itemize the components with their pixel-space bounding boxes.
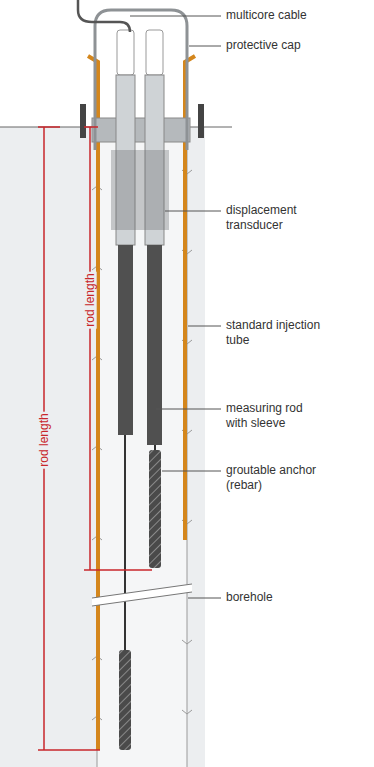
break-line <box>92 592 192 606</box>
grout-anchor <box>149 450 161 568</box>
transducer-head <box>146 30 163 75</box>
head-block <box>92 118 190 142</box>
leader-line <box>130 16 221 598</box>
transducer-housing <box>111 150 169 230</box>
dimension-label: rod length <box>37 411 51 468</box>
break-gap <box>92 584 192 606</box>
cable <box>78 0 130 32</box>
dimension-line <box>38 127 152 750</box>
injection-tube <box>88 56 98 750</box>
rod-sleeve <box>147 245 162 445</box>
measuring-rod <box>124 435 126 655</box>
dimension-label: rod length <box>83 271 97 328</box>
part-label: displacement transducer <box>226 203 326 233</box>
part-label: measuring rod with sleeve <box>226 401 326 431</box>
part-label: protective cap <box>226 38 366 53</box>
break-line <box>92 584 192 598</box>
part-label: groutable anchor (rebar) <box>226 463 326 493</box>
rod-sleeve <box>118 245 133 435</box>
bolt <box>80 104 86 138</box>
borehole-wall <box>92 127 192 767</box>
bolt <box>198 104 204 138</box>
part-label: borehole <box>226 590 366 605</box>
protective-cap <box>95 10 187 150</box>
part-label: standard injection tube <box>226 318 326 348</box>
borehole-fill <box>97 127 187 767</box>
transducer-head <box>117 30 134 75</box>
soil <box>0 127 205 767</box>
grout-anchor <box>119 650 131 750</box>
part-label: multicore cable <box>226 8 366 23</box>
